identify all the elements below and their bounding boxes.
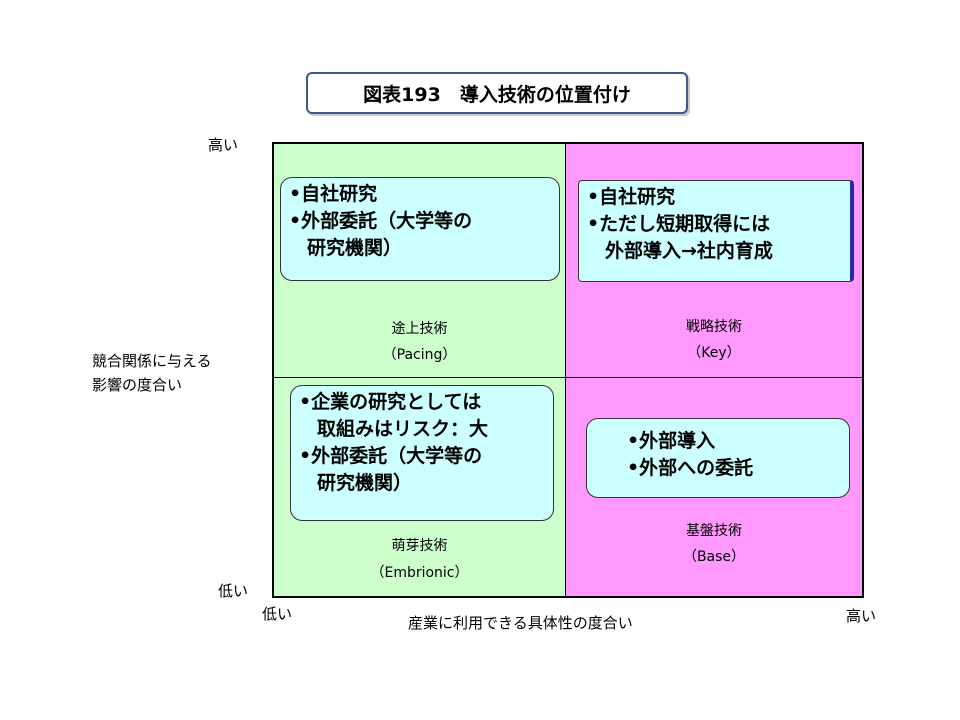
quadrant-embryonic-name: 萌芽技術 [391, 538, 448, 554]
y-axis-label-line2: 影響の度合い [92, 376, 183, 394]
note-line: 取組みはリスク：大 [317, 418, 489, 440]
y-axis-high-label: 高い [208, 136, 239, 154]
x-axis-low-label: 低い [262, 605, 293, 623]
quadrant-key-name: 戦略技術 [686, 319, 742, 335]
note-line: 研究機関） [307, 237, 403, 259]
note-line: •外部委託（大学等の [289, 210, 473, 232]
note-line: •自社研究 [587, 186, 676, 208]
quadrant-key: •自社研究 •ただし短期取得には 外部導入→社内育成 戦略技術 （Key） [566, 144, 862, 378]
y-axis-low-label: 低い [218, 582, 249, 600]
note-pacing: •自社研究 •外部委託（大学等の 研究機関） [280, 177, 560, 281]
x-axis-label: 産業に利用できる具体性の度合い [408, 614, 633, 632]
note-line: •自社研究 [289, 183, 378, 205]
quadrant-base: •外部導入 •外部への委託 基盤技術 （Base） [566, 378, 862, 596]
note-line: 外部導入→社内育成 [605, 240, 773, 262]
note-line: •ただし短期取得には [587, 213, 771, 235]
quadrant-key-sub: （Key） [687, 345, 741, 361]
quadrant-grid: •自社研究 •外部委託（大学等の 研究機関） 途上技術 （Pacing） •自社… [272, 142, 864, 598]
quadrant-embryonic: •企業の研究としては 取組みはリスク：大 •外部委託（大学等の 研究機関） 萌芽… [274, 378, 566, 596]
quadrant-base-sub: （Base） [682, 549, 746, 565]
note-base: •外部導入 •外部への委託 [586, 418, 850, 498]
y-axis-label-line1: 競合関係に与える [92, 352, 212, 370]
quadrant-pacing-sub: （Pacing） [382, 347, 457, 363]
quadrant-base-name: 基盤技術 [686, 523, 742, 539]
note-key: •自社研究 •ただし短期取得には 外部導入→社内育成 [578, 180, 854, 282]
quadrant-pacing-name: 途上技術 [391, 321, 448, 337]
quadrant-embryonic-sub: （Embrionic） [370, 565, 469, 581]
note-line: •外部導入 [627, 430, 716, 452]
quadrant-pacing: •自社研究 •外部委託（大学等の 研究機関） 途上技術 （Pacing） [274, 144, 566, 378]
figure-title: 図表193 導入技術の位置付け [306, 72, 688, 114]
note-line: •企業の研究としては [299, 391, 482, 413]
note-line: •外部委託（大学等の [299, 445, 483, 467]
note-embryonic: •企業の研究としては 取組みはリスク：大 •外部委託（大学等の 研究機関） [290, 385, 554, 521]
note-line: 研究機関） [317, 472, 413, 494]
note-line: •外部への委託 [627, 457, 754, 479]
x-axis-high-label: 高い [846, 607, 877, 625]
